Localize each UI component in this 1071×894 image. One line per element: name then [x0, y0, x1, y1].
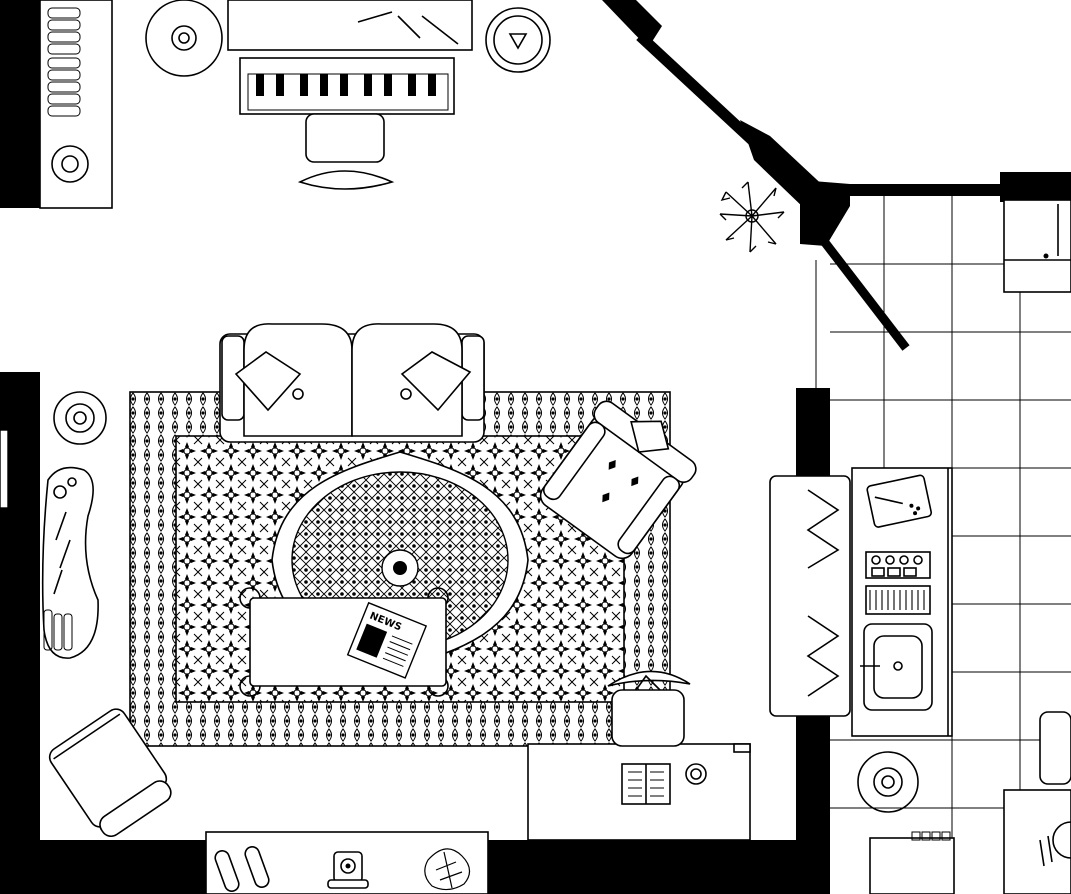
piano-icon	[227, 0, 473, 190]
cutting-board-icon	[866, 474, 933, 528]
desk	[205, 831, 489, 894]
coffee-table-icon: NEWS	[239, 587, 449, 697]
book-icon	[621, 763, 671, 805]
bookshelf	[39, 0, 113, 209]
wall-top-kitchen	[850, 184, 1010, 196]
book-stack	[43, 609, 73, 651]
sink-icon	[860, 623, 933, 711]
kitchen-counter	[851, 467, 953, 737]
piano-keys	[256, 74, 436, 96]
plant-icon	[719, 181, 785, 253]
kitchen-bench	[769, 475, 851, 717]
side-table-right	[485, 7, 551, 73]
wall-left-top	[0, 0, 40, 160]
dish-rack-icon	[865, 585, 931, 615]
wall-diagonal-segment	[636, 31, 756, 145]
fridge	[1003, 199, 1071, 293]
sofa-icon	[219, 323, 485, 443]
disc-icon	[51, 145, 89, 183]
kitchen-cabinet-lower	[1003, 711, 1071, 894]
plant-icon-desk	[424, 848, 471, 891]
newspaper-icon: NEWS	[346, 601, 428, 679]
wall-corner-block	[800, 180, 850, 246]
reading-chair	[48, 708, 172, 838]
side-table-left	[145, 0, 223, 77]
kitchen-table	[857, 751, 955, 894]
armchair-pillow	[630, 420, 670, 453]
cabinet	[527, 743, 751, 841]
pencils-icon	[357, 11, 459, 45]
pillow-left	[234, 351, 302, 412]
side-table-instruments	[41, 466, 99, 659]
armchair-icon	[539, 400, 697, 560]
window-left	[0, 429, 9, 509]
wall-diagonal-lower	[816, 233, 910, 351]
wall-top-right	[1000, 172, 1071, 202]
lamp-icon	[607, 670, 691, 747]
stove-icon	[865, 551, 931, 579]
paperclip-icon	[214, 846, 270, 892]
phone-icon	[327, 851, 369, 889]
floor-lamp-left	[53, 391, 107, 445]
wall-kitchen-lower	[796, 714, 830, 894]
wall-bottom-left	[0, 840, 210, 894]
wall-bottom-mid	[488, 840, 828, 894]
piano-stool	[305, 113, 385, 163]
wall-kitchen-upper	[796, 388, 830, 484]
pillow-right	[400, 351, 472, 412]
